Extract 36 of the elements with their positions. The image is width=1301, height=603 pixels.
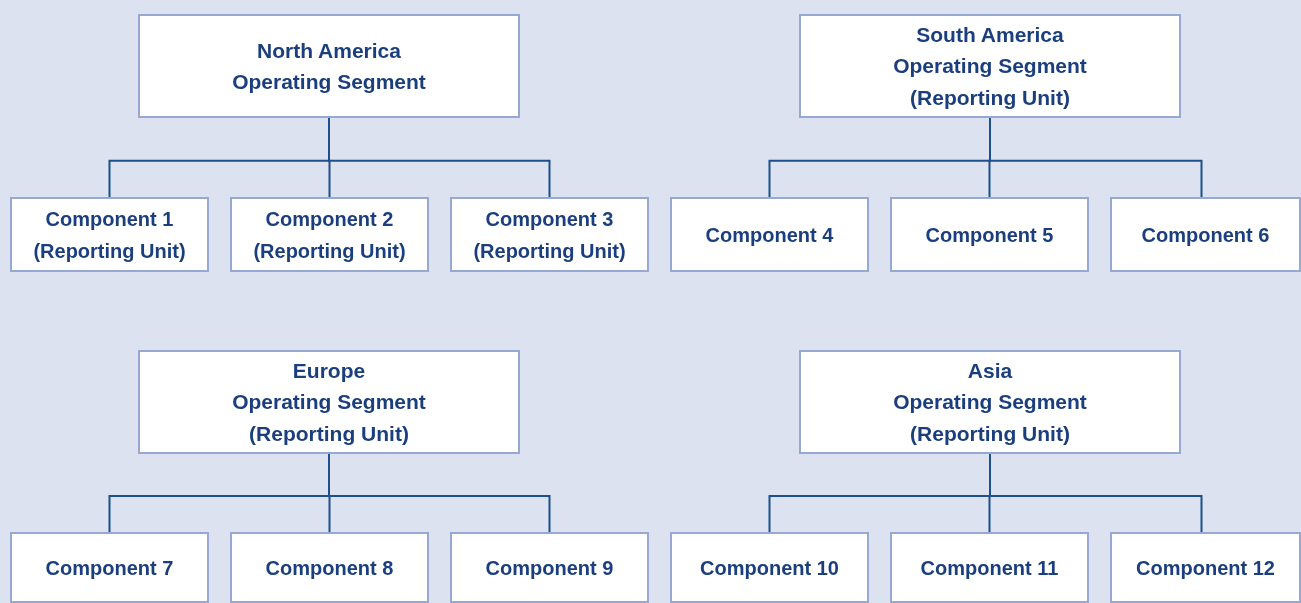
- box-label: Europe Operating Segment (Reporting Unit): [232, 357, 426, 447]
- connector-line: [989, 453, 1203, 533]
- segment-box: [799, 14, 1181, 118]
- box-label: Component 12: [1136, 555, 1275, 581]
- connector-line: [328, 117, 551, 198]
- connector-line: [328, 453, 551, 533]
- box-label: South America Operating Segment (Reporting Unit): [893, 21, 1087, 111]
- connector-line: [989, 117, 1203, 198]
- component-box: [450, 197, 649, 272]
- component-box: [10, 532, 209, 603]
- box-label: Asia Operating Segment (Reporting Unit): [893, 357, 1087, 447]
- component-box: [450, 532, 649, 603]
- box-label: Component 7: [45, 555, 174, 581]
- box-label: Component 10: [700, 555, 839, 581]
- box-label: Component 5: [925, 222, 1054, 248]
- box-label: Component 6: [1141, 222, 1270, 248]
- component-box: [10, 197, 209, 272]
- component-box: [1110, 197, 1301, 272]
- component-box: [1110, 532, 1301, 603]
- component-box: [670, 532, 869, 603]
- component-box: [670, 197, 869, 272]
- box-label: Component 4: [705, 222, 834, 248]
- component-box: [890, 197, 1089, 272]
- component-box: [890, 532, 1089, 603]
- segment-box: [138, 350, 520, 454]
- box-label: Component 3 (Reporting Unit): [473, 206, 626, 264]
- box-label: Component 9: [485, 555, 614, 581]
- component-box: [230, 197, 429, 272]
- box-label: Component 2 (Reporting Unit): [253, 206, 406, 264]
- box-label: Component 11: [920, 555, 1059, 581]
- box-label: North America Operating Segment: [232, 37, 426, 95]
- box-label: Component 8: [265, 555, 394, 581]
- box-label: Component 1 (Reporting Unit): [33, 206, 186, 264]
- component-box: [230, 532, 429, 603]
- segment-box: [138, 14, 520, 118]
- segment-box: [799, 350, 1181, 454]
